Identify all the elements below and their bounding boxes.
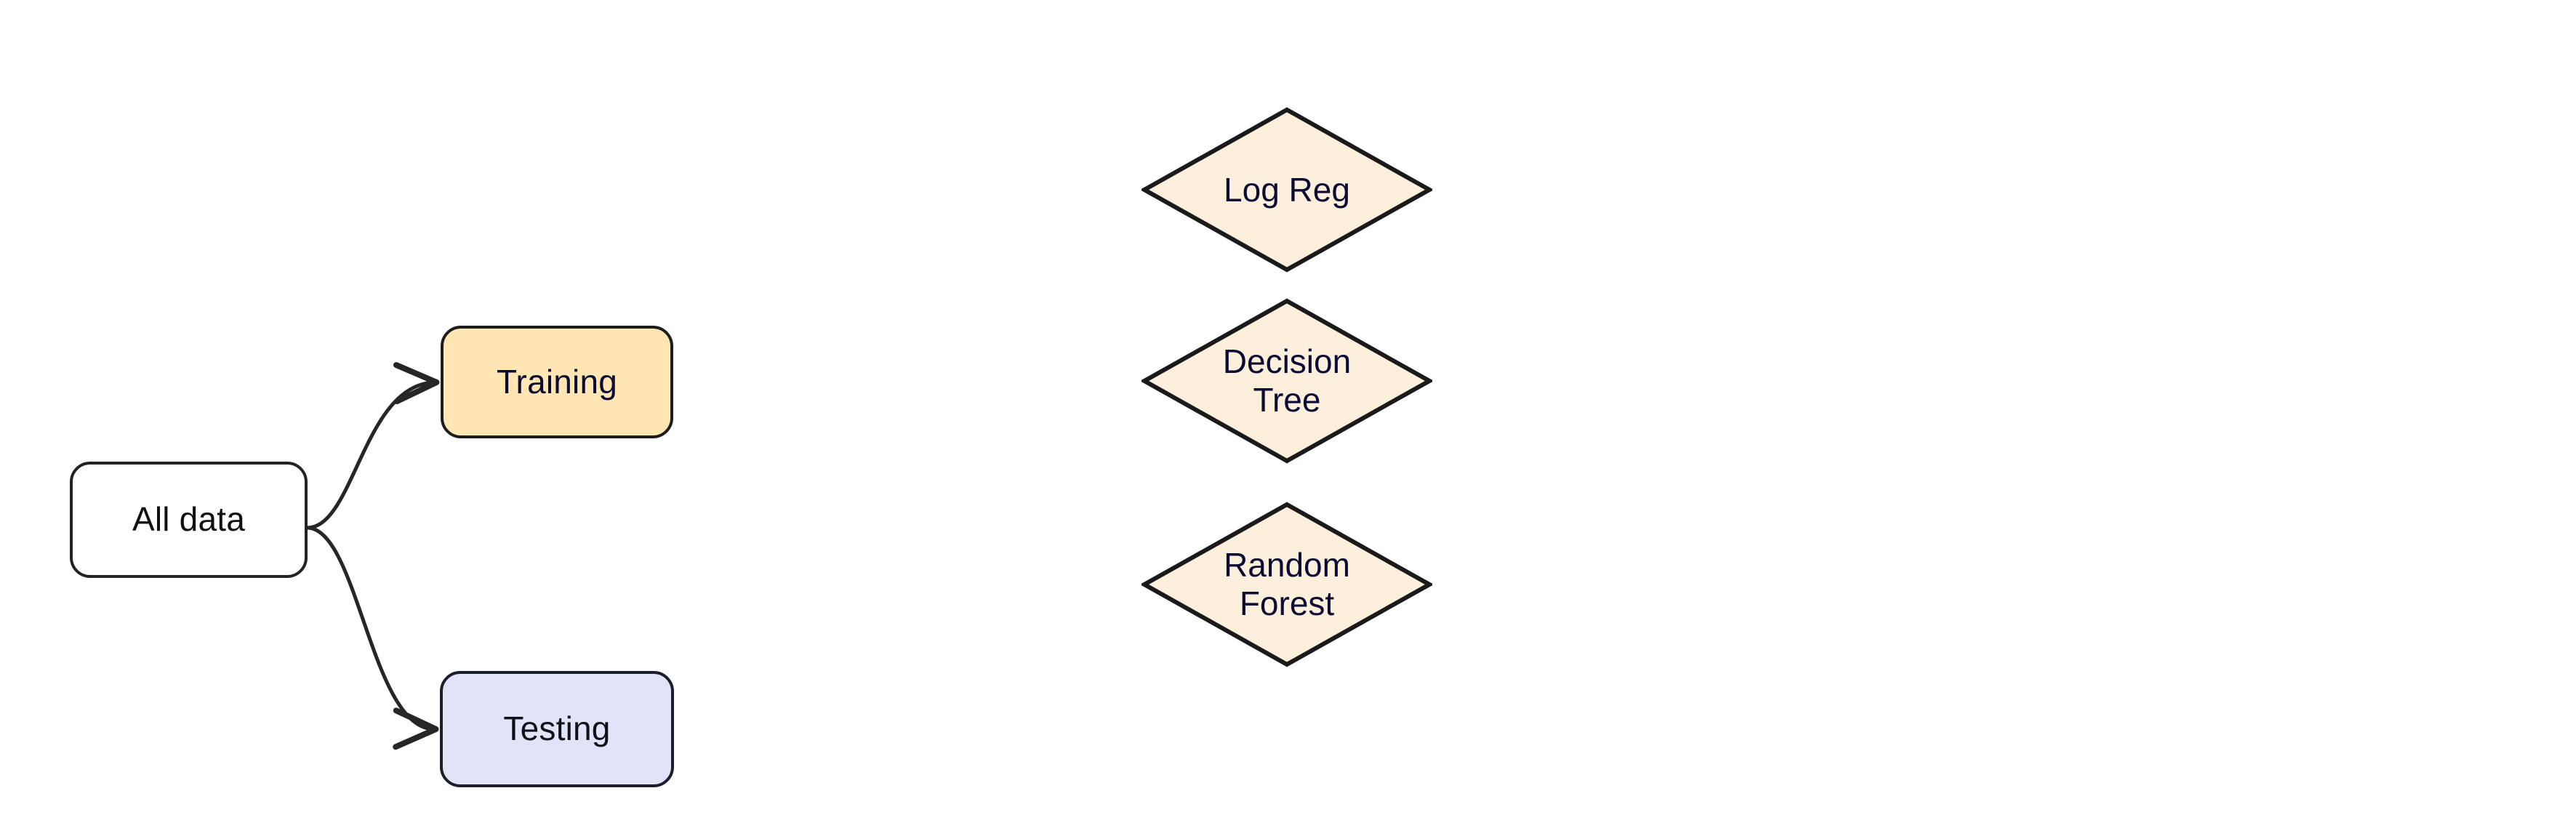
node-decision-tree-label: Decision Tree xyxy=(1222,342,1352,419)
node-log-reg[interactable]: Log Reg xyxy=(1141,107,1432,273)
node-decision-tree[interactable]: Decision Tree xyxy=(1141,298,1432,464)
node-random-forest[interactable]: Random Forest xyxy=(1141,502,1432,667)
node-testing[interactable]: Testing xyxy=(440,671,674,787)
node-testing-label: Testing xyxy=(503,710,611,748)
node-training[interactable]: Training xyxy=(441,326,673,438)
diamond-shape xyxy=(1141,107,1432,273)
node-random-forest-label: Random Forest xyxy=(1224,546,1350,622)
node-log-reg-label: Log Reg xyxy=(1224,170,1350,209)
diamond-shape xyxy=(1141,298,1432,464)
edge-all-data-to-training xyxy=(305,362,440,530)
node-training-label: Training xyxy=(496,362,618,401)
node-all-data-label: All data xyxy=(132,500,246,539)
edge-all-data-to-testing xyxy=(305,526,439,750)
diamond-shape xyxy=(1141,502,1432,667)
node-all-data[interactable]: All data xyxy=(70,462,308,578)
